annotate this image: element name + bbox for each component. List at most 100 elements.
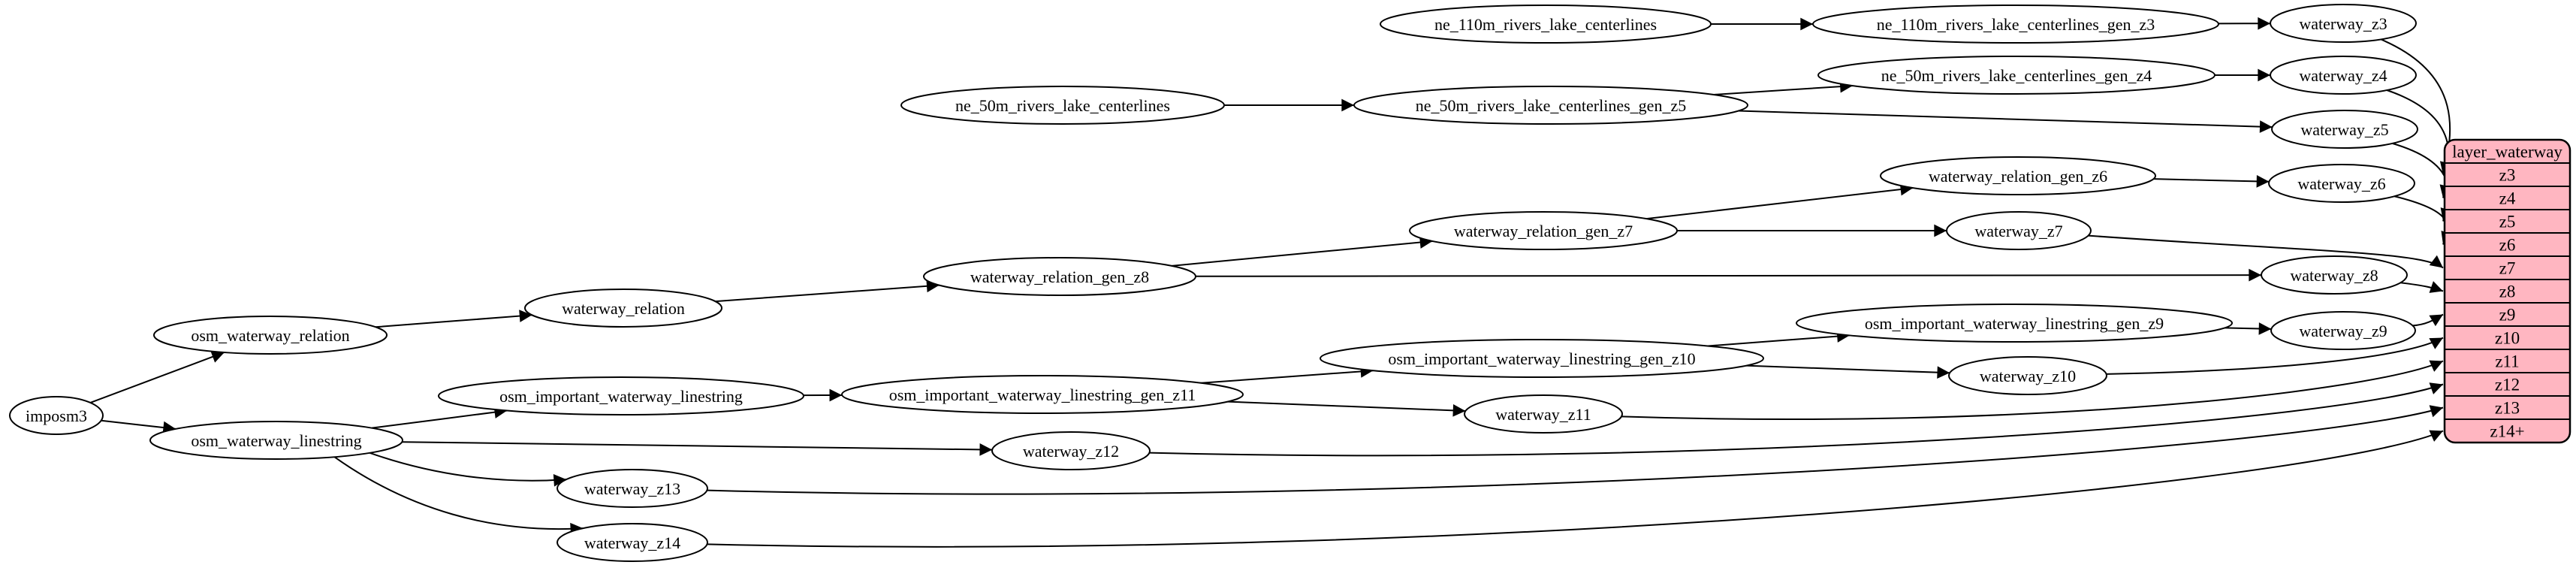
node-imposm3: imposm3	[9, 396, 104, 435]
node-ellipse-waterway_z13	[557, 469, 708, 508]
edge-waterway_z11-to-row-z11	[1621, 360, 2444, 421]
node-waterway_z12: waterway_z12	[991, 431, 1151, 470]
table-row-z6: z6	[2499, 236, 2516, 255]
node-ellipse-waterway_z5	[2271, 110, 2418, 149]
node-ellipse-waterway_z14	[557, 523, 708, 562]
node-waterway_relation_gen_z7: waterway_relation_gen_z7	[1409, 211, 1678, 250]
table-title: layer_waterway	[2452, 143, 2562, 162]
node-ne_110m_rivers_lake_centerlines_gen_z3: ne_110m_rivers_lake_centerlines_gen_z3	[1812, 5, 2219, 44]
table-row-z5: z5	[2499, 213, 2516, 231]
node-waterway_z8: waterway_z8	[2261, 255, 2408, 295]
edge-osm_important_waterway_linestring_gen_z11-to-osm_important_waterway_linestring_gen_z10	[1201, 365, 1374, 384]
node-ellipse-waterway_relation_gen_z8	[923, 257, 1196, 296]
table-row-z10: z10	[2495, 329, 2520, 348]
table-row-z4: z4	[2499, 189, 2516, 208]
table-row-z11: z11	[2495, 352, 2519, 371]
table-layer_waterway: layer_waterwayz3z4z5z6z7z8z9z10z11z12z13…	[2443, 138, 2571, 444]
node-ellipse-waterway_z11	[1464, 394, 1623, 434]
node-waterway_z13: waterway_z13	[557, 469, 708, 508]
node-ellipse-ne_50m_rivers_lake_centerlines_gen_z5	[1353, 86, 1748, 125]
edge-ne_50m_rivers_lake_centerlines_gen_z5-to-ne_50m_rivers_lake_centerlines_gen_z4	[1713, 80, 1853, 95]
node-waterway_z14: waterway_z14	[557, 523, 708, 562]
node-ellipse-waterway_z6	[2268, 164, 2415, 203]
node-ellipse-waterway_relation_gen_z7	[1409, 211, 1678, 250]
node-label-waterway_relation: waterway_relation	[562, 299, 685, 318]
node-ellipse-ne_50m_rivers_lake_centerlines_gen_z4	[1817, 56, 2216, 95]
node-ne_50m_rivers_lake_centerlines_gen_z5: ne_50m_rivers_lake_centerlines_gen_z5	[1353, 86, 1748, 125]
node-ellipse-waterway_z12	[991, 431, 1151, 470]
edge-waterway_z7-to-row-z7	[2088, 234, 2444, 269]
node-label-waterway_z12: waterway_z12	[1023, 442, 1119, 461]
node-osm_important_waterway_linestring: osm_important_waterway_linestring	[438, 376, 804, 415]
node-waterway_z9: waterway_z9	[2270, 311, 2416, 350]
edge-waterway_relation_gen_z8-to-waterway_z8	[1195, 268, 2262, 282]
node-osm_important_waterway_linestring_gen_z11: osm_important_waterway_linestring_gen_z1…	[841, 375, 1244, 414]
node-ellipse-osm_waterway_linestring	[149, 421, 403, 460]
table-row-z12: z12	[2495, 376, 2520, 394]
node-ellipse-waterway_relation	[524, 289, 722, 328]
node-label-waterway_z4: waterway_z4	[2299, 66, 2387, 85]
edge-osm_waterway_linestring-to-osm_important_waterway_linestring	[372, 406, 508, 429]
node-label-ne_110m_rivers_lake_centerlines: ne_110m_rivers_lake_centerlines	[1434, 15, 1657, 34]
edge-waterway_z6-to-row-z6	[2394, 195, 2454, 245]
node-osm_important_waterway_linestring_gen_z10: osm_important_waterway_linestring_gen_z1…	[1320, 339, 1764, 378]
table-row-z14+: z14+	[2490, 422, 2524, 441]
edge-osm_waterway_linestring-to-waterway_z12	[402, 441, 993, 456]
node-label-ne_50m_rivers_lake_centerlines: ne_50m_rivers_lake_centerlines	[955, 96, 1170, 115]
table-background	[2443, 138, 2571, 444]
node-waterway_z4: waterway_z4	[2270, 56, 2417, 95]
node-ellipse-osm_important_waterway_linestring	[438, 376, 804, 415]
node-label-osm_important_waterway_linestring_gen_z10: osm_important_waterway_linestring_gen_z1…	[1388, 349, 1695, 368]
table-row-z7: z7	[2499, 259, 2516, 278]
edge-waterway_relation_gen_z7-to-waterway_relation_gen_z6	[1646, 183, 1914, 220]
table-row-z3: z3	[2499, 166, 2516, 185]
node-label-waterway_z13: waterway_z13	[584, 479, 680, 498]
node-ellipse-waterway_z8	[2261, 255, 2408, 295]
table-row-z8: z8	[2499, 282, 2516, 301]
node-waterway_z3: waterway_z3	[2270, 4, 2417, 43]
edges	[90, 17, 2454, 548]
table-row-z9: z9	[2499, 306, 2516, 325]
edge-waterway_z3-to-row-z3	[2380, 38, 2453, 175]
node-ellipse-ne_110m_rivers_lake_centerlines	[1380, 5, 1712, 44]
node-ellipse-ne_110m_rivers_lake_centerlines_gen_z3	[1812, 5, 2219, 44]
edge-osm_important_waterway_linestring_gen_z11-to-waterway_z11	[1227, 400, 1466, 417]
edge-osm_waterway_linestring-to-waterway_z13	[370, 452, 567, 487]
edge-waterway_z8-to-row-z8	[2400, 281, 2444, 293]
node-label-waterway_z9: waterway_z9	[2299, 322, 2387, 340]
node-ne_50m_rivers_lake_centerlines_gen_z4: ne_50m_rivers_lake_centerlines_gen_z4	[1817, 56, 2216, 95]
nodes: imposm3osm_waterway_relationosm_waterway…	[9, 4, 2418, 562]
node-ellipse-waterway_z7	[1946, 211, 2092, 250]
node-label-osm_important_waterway_linestring_gen_z11: osm_important_waterway_linestring_gen_z1…	[889, 385, 1196, 404]
node-ellipse-osm_important_waterway_linestring_gen_z9	[1796, 304, 2233, 343]
node-ellipse-ne_50m_rivers_lake_centerlines	[900, 86, 1225, 125]
node-ellipse-osm_waterway_relation	[153, 316, 388, 355]
edge-osm_waterway_linestring-to-waterway_z14	[333, 456, 584, 536]
edge-waterway_relation_gen_z8-to-waterway_relation_gen_z7	[1172, 236, 1433, 267]
node-waterway_z10: waterway_z10	[1948, 356, 2107, 395]
edge-waterway_z12-to-row-z12	[1149, 382, 2444, 457]
node-label-waterway_z6: waterway_z6	[2297, 174, 2385, 193]
node-label-waterway_z10: waterway_z10	[1980, 367, 2076, 385]
node-label-osm_important_waterway_linestring: osm_important_waterway_linestring	[499, 387, 743, 406]
node-waterway_relation_gen_z6: waterway_relation_gen_z6	[1880, 156, 2156, 195]
node-label-waterway_z3: waterway_z3	[2299, 14, 2387, 33]
node-label-osm_waterway_relation: osm_waterway_relation	[191, 326, 349, 345]
edge-waterway_relation_gen_z6-to-waterway_z6	[2153, 175, 2270, 188]
node-label-waterway_z8: waterway_z8	[2290, 266, 2378, 285]
node-osm_important_waterway_linestring_gen_z9: osm_important_waterway_linestring_gen_z9	[1796, 304, 2233, 343]
node-ellipse-osm_important_waterway_linestring_gen_z11	[841, 375, 1244, 414]
node-waterway_z11: waterway_z11	[1464, 394, 1623, 434]
node-label-waterway_relation_gen_z8: waterway_relation_gen_z8	[970, 267, 1149, 286]
edge-waterway_relation-to-waterway_relation_gen_z8	[715, 279, 940, 303]
node-label-ne_50m_rivers_lake_centerlines_gen_z5: ne_50m_rivers_lake_centerlines_gen_z5	[1416, 96, 1686, 115]
node-waterway_relation: waterway_relation	[524, 289, 722, 328]
node-osm_waterway_relation: osm_waterway_relation	[153, 316, 388, 355]
node-label-waterway_z11: waterway_z11	[1495, 405, 1591, 424]
edge-waterway_z9-to-row-z9	[2412, 313, 2444, 327]
node-ne_50m_rivers_lake_centerlines: ne_50m_rivers_lake_centerlines	[900, 86, 1225, 125]
node-ellipse-osm_important_waterway_linestring_gen_z10	[1320, 339, 1764, 378]
node-ellipse-imposm3	[9, 396, 104, 435]
